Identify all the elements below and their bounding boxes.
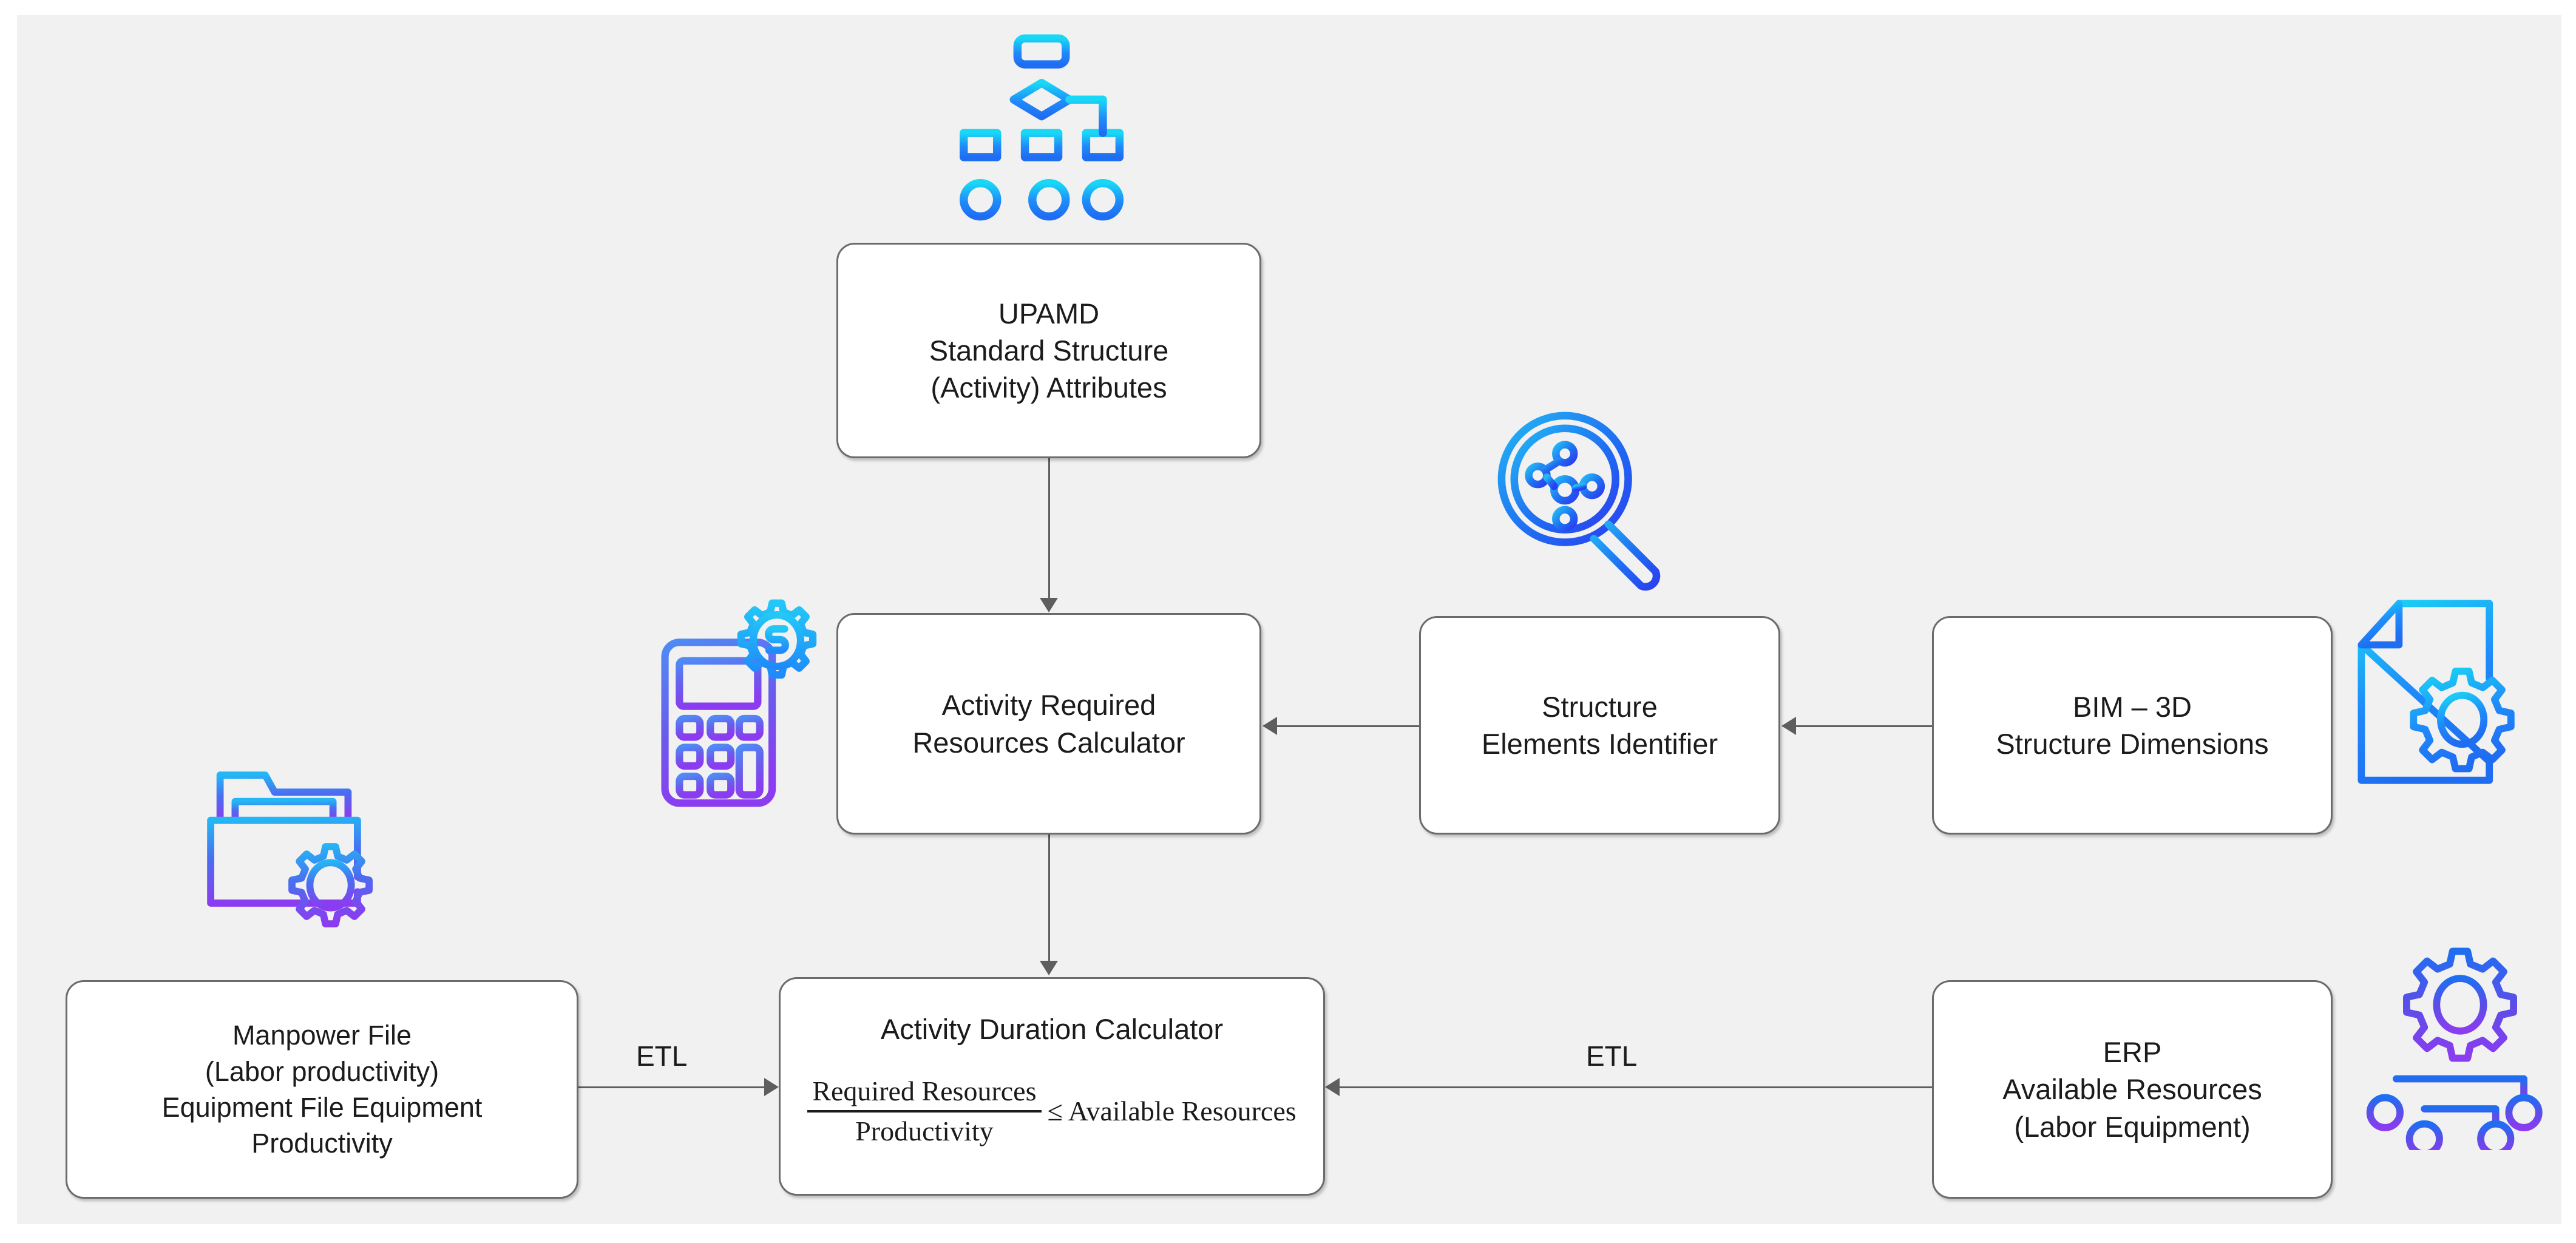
connector-upamd-to-arrc [1048,458,1050,599]
formula-numerator: Required Resources [812,1075,1037,1107]
node-upamd-line-1: UPAMD [998,297,1100,330]
arrowhead-erp-to-duration [1325,1078,1340,1096]
connector-manpower-to-duration [578,1086,765,1088]
node-bim-line-2: Structure Dimensions [1996,728,2269,760]
node-upamd-line-2: Standard Structure [929,334,1169,367]
duration-formula: Required Resources Productivity ≤ Availa… [748,1075,1355,1146]
calculator-money-icon [654,589,836,807]
node-duration-title: Activity Duration Calculator [880,1013,1224,1045]
node-manpower-line-4: Productivity [251,1128,393,1159]
node-manpower-line-3: Equipment File Equipment [161,1092,483,1123]
network-search-icon [1489,404,1677,598]
node-activity-duration-calculator[interactable]: Activity Duration Calculator Required Re… [779,977,1325,1196]
diagram-canvas: ETL ETL UPAMD Standard Structure (Activi… [17,15,2561,1224]
node-structure-elements-identifier[interactable]: Structure Elements Identifier [1419,616,1780,835]
node-activity-required-resources-calculator[interactable]: Activity Required Resources Calculator [836,613,1261,835]
node-upamd[interactable]: UPAMD Standard Structure (Activity) Attr… [836,243,1261,458]
formula-denominator: Productivity [855,1115,994,1146]
connector-erp-to-duration [1339,1086,1934,1088]
formula-comparator: ≤ Available Resources [1047,1095,1296,1126]
node-sei-line-2: Elements Identifier [1481,728,1718,760]
arrowhead-arrc-to-duration [1040,961,1058,975]
node-bim-3d-structure-dimensions[interactable]: BIM – 3D Structure Dimensions [1932,616,2333,835]
node-bim-line-1: BIM – 3D [2073,690,2192,723]
connector-sei-to-arrc [1276,725,1420,727]
document-gear-icon [2354,586,2542,798]
node-erp-line-1: ERP [2103,1036,2162,1069]
node-upamd-line-3: (Activity) Attributes [930,371,1167,404]
edge-label-etl-left: ETL [636,1040,688,1072]
arrowhead-bim-to-sei [1781,717,1796,735]
edge-label-etl-right: ETL [1586,1040,1638,1072]
node-manpower-line-2: (Labor productivity) [205,1055,439,1087]
arrowhead-manpower-to-duration [764,1078,779,1096]
flowchart-icon [946,27,1134,228]
node-manpower-file[interactable]: Manpower File (Labor productivity) Equip… [66,980,578,1199]
arrowhead-sei-to-arrc [1263,717,1277,735]
connector-bim-to-sei [1795,725,1934,727]
formula-fraction-bar [807,1109,1042,1113]
node-sei-line-1: Structure [1542,690,1658,723]
node-erp-line-3: (Labor Equipment) [2014,1110,2251,1143]
node-manpower-line-1: Manpower File [232,1020,412,1051]
arrowhead-upamd-to-arrc [1040,598,1058,612]
gear-hierarchy-icon [2366,944,2554,1158]
node-erp[interactable]: ERP Available Resources (Labor Equipment… [1932,980,2333,1199]
node-arrc-line-2: Resources Calculator [912,726,1185,759]
connector-arrc-to-duration [1048,835,1050,963]
folder-gear-icon [190,753,378,941]
node-arrc-line-1: Activity Required [941,689,1156,722]
node-erp-line-2: Available Resources [2002,1073,2262,1106]
